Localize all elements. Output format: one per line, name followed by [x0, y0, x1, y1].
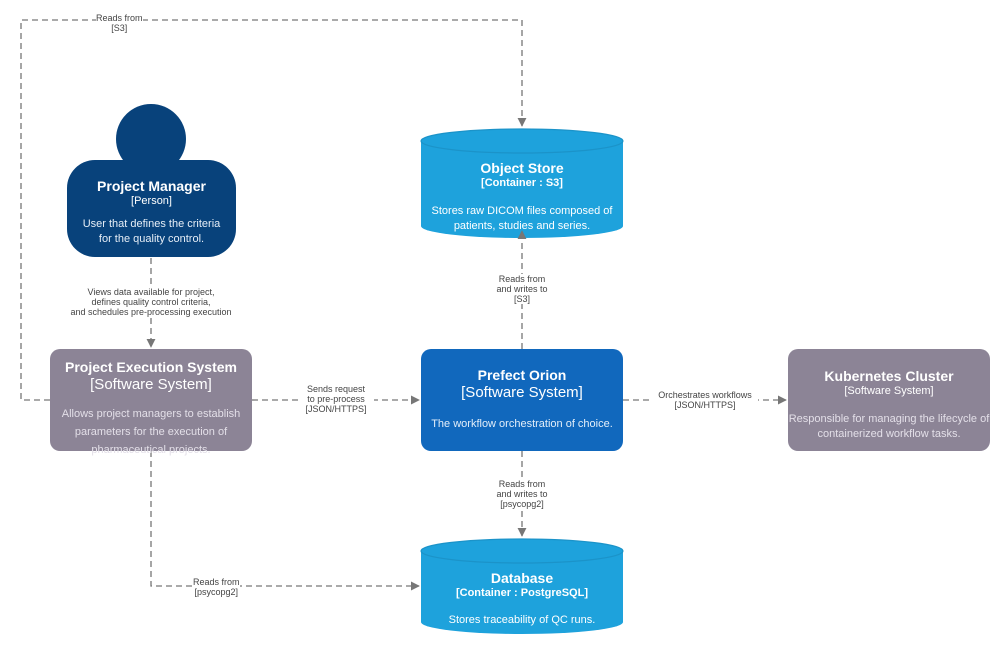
project-execution-system-node[interactable]: Project Execution System [Software Syste…: [50, 349, 252, 456]
desc-line: Stores raw DICOM files composed of: [431, 205, 613, 217]
desc-line: Allows project managers to establish: [61, 408, 241, 420]
relation-label-po-to-object-store: Reads from and writes to [S3]: [486, 274, 558, 304]
node-type: [Person]: [131, 195, 172, 207]
node-title: Database: [490, 570, 554, 586]
relation-label-line: and writes to: [496, 284, 548, 294]
relation-label-po-to-kubernetes: Orchestrates workflows [JSON/HTTPS]: [652, 390, 758, 410]
relation-label-line: defines quality control criteria,: [91, 297, 211, 307]
relation-label-pm-to-pes: Views data available for project, define…: [53, 287, 249, 317]
relation-label-line: Reads from: [193, 577, 240, 587]
relation-label-line: and schedules pre-processing execution: [70, 307, 232, 317]
relation-label-line: [JSON/HTTPS]: [305, 404, 367, 414]
database-node[interactable]: Database [Container : PostgreSQL] Stores…: [421, 570, 623, 628]
node-description: Allows project managers to establish par…: [50, 405, 252, 459]
desc-line: User that defines the criteria: [82, 218, 221, 230]
prefect-orion-node[interactable]: Prefect Orion [Software System] The work…: [421, 349, 623, 451]
desc-line: containerized workflow tasks.: [817, 428, 961, 440]
database-cylinder[interactable]: [420, 538, 624, 634]
node-title: Project Manager: [97, 178, 206, 194]
kubernetes-cluster-node[interactable]: Kubernetes Cluster [Software System] Res…: [788, 349, 990, 451]
desc-line: Stores traceability of QC runs.: [448, 614, 596, 626]
relation-label-po-to-database: Reads from and writes to [psycopg2]: [486, 479, 558, 509]
relation-label-line: [S3]: [111, 23, 128, 33]
project-manager-node[interactable]: Project Manager [Person] User that defin…: [67, 160, 236, 257]
arrow-pes-to-database: [150, 451, 420, 591]
node-title: Prefect Orion: [477, 367, 567, 383]
node-description: Stores raw DICOM files composed of patie…: [421, 204, 623, 234]
object-store-cylinder[interactable]: [420, 128, 624, 238]
desc-line: for the quality control.: [98, 233, 205, 245]
relation-label-pes-to-object-store: Reads from [S3]: [96, 13, 143, 33]
node-title: Object Store: [480, 160, 564, 176]
relation-label-line: Reads from: [96, 13, 143, 23]
desc-line: patients, studies and series.: [453, 220, 591, 232]
relation-label-line: [JSON/HTTPS]: [674, 400, 736, 410]
object-store-node[interactable]: Object Store [Container : S3] Stores raw…: [421, 160, 623, 234]
node-type: [Software System]: [461, 384, 583, 401]
relation-label-line: Reads from: [498, 274, 546, 284]
relation-label-line: [psycopg2]: [500, 499, 544, 509]
relation-label-pes-to-database: Reads from [psycopg2]: [193, 577, 240, 597]
node-title: Project Execution System: [65, 359, 237, 375]
desc-line: pharmaceutical projects.: [91, 444, 211, 456]
node-type: [Container : PostgreSQL]: [455, 587, 588, 599]
node-description: Stores traceability of QC runs.: [421, 613, 623, 628]
relation-label-line: [psycopg2]: [194, 587, 239, 597]
node-type: [Container : S3]: [481, 177, 563, 189]
desc-line: Responsible for managing the lifecycle o…: [788, 413, 990, 425]
node-title: Kubernetes Cluster: [824, 368, 954, 384]
desc-line: The workflow orchestration of choice.: [431, 418, 613, 430]
relation-label-line: to pre-process: [307, 394, 365, 404]
relation-label-line: Orchestrates workflows: [658, 390, 752, 400]
relation-label-line: Reads from: [498, 479, 546, 489]
relation-label-pes-to-po: Sends request to pre-process [JSON/HTTPS…: [298, 384, 374, 414]
relation-label-line: and writes to: [496, 489, 548, 499]
node-description: Responsible for managing the lifecycle o…: [788, 412, 990, 442]
relation-label-line: Sends request: [306, 384, 366, 394]
arrow-pes-to-object-store: [20, 19, 527, 401]
node-type: [Software System]: [90, 376, 212, 393]
node-type: [Software System]: [844, 385, 934, 397]
relation-label-line: [S3]: [513, 294, 530, 304]
relation-label-line: Views data available for project,: [87, 287, 215, 297]
node-description: The workflow orchestration of choice.: [421, 418, 623, 430]
node-description: User that defines the criteria for the q…: [67, 217, 236, 247]
desc-line: parameters for the execution of: [74, 426, 228, 438]
